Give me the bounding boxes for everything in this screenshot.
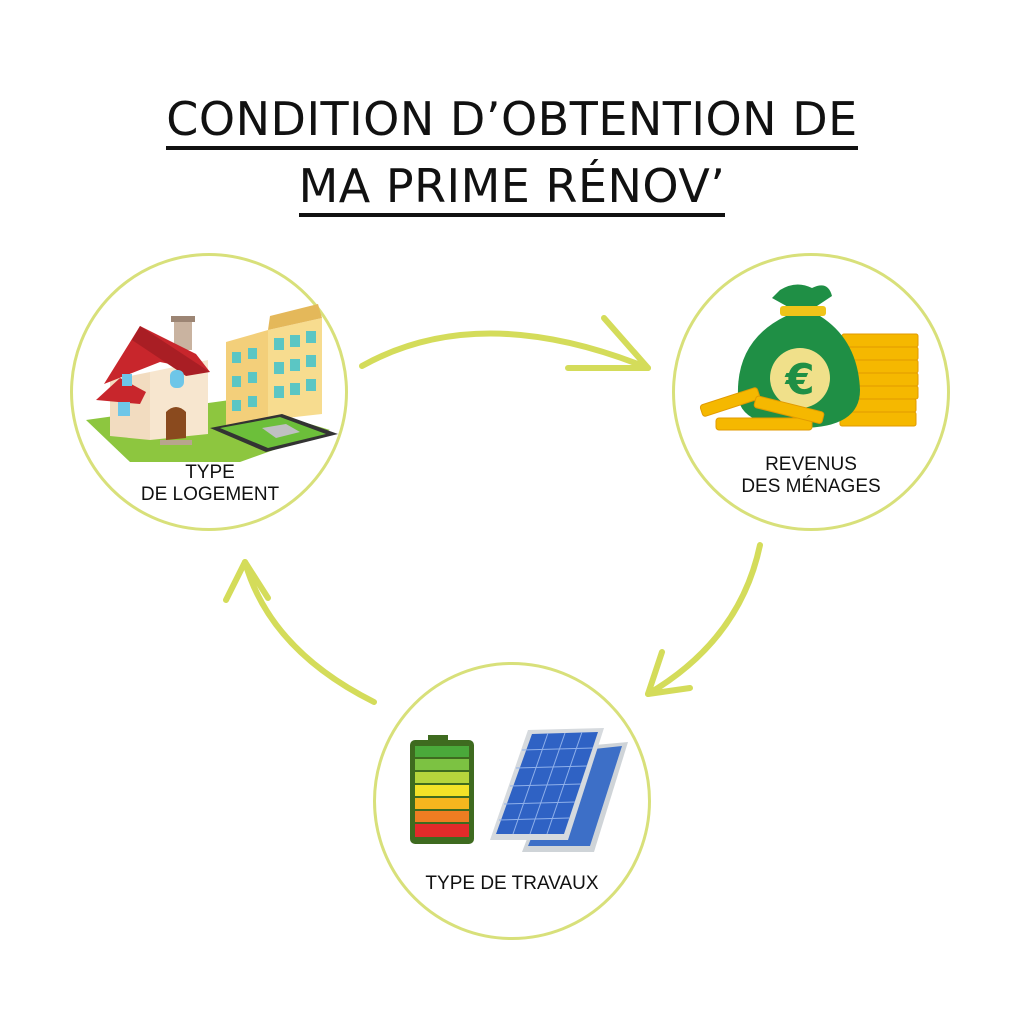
node-label-revenus: REVENUS DES MÉNAGES: [718, 454, 904, 498]
arrow-travaux-to-logement: [223, 559, 377, 705]
page-title-line-2: MA PRIME RÉNOV’: [0, 163, 1024, 217]
node-label-travaux-line-1: TYPE DE TRAVAUX: [425, 873, 599, 894]
node-label-revenus-line-2: DES MÉNAGES: [741, 476, 881, 497]
node-label-logement: TYPE DE LOGEMENT: [130, 462, 290, 506]
euro-symbol: €: [784, 355, 814, 404]
node-label-logement-line-1: TYPE: [185, 462, 235, 483]
arrow-logement-to-revenus: [359, 315, 651, 371]
house-and-building-icon: [86, 304, 338, 462]
node-label-logement-line-2: DE LOGEMENT: [140, 484, 280, 505]
node-label-revenus-line-1: REVENUS: [765, 454, 857, 475]
money-bag-and-coins-icon: €: [699, 284, 919, 431]
battery-and-solar-panel-icon: [410, 728, 628, 852]
node-label-travaux: TYPE DE TRAVAUX: [402, 873, 622, 895]
page-title-line-1: CONDITION D’OBTENTION DE: [0, 96, 1024, 150]
arrow-revenus-to-travaux: [645, 542, 763, 697]
